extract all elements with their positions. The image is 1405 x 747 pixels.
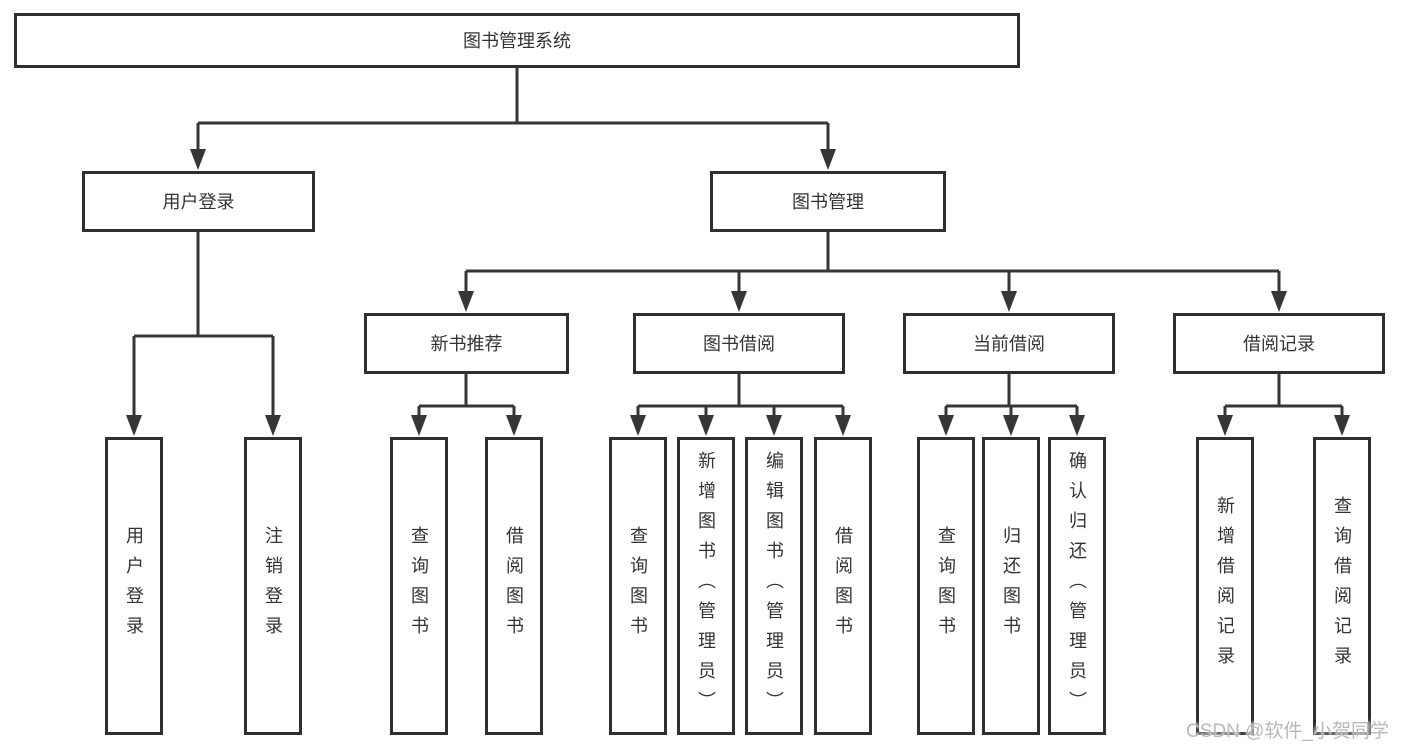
node-root-system: 图书管理系统 bbox=[14, 13, 1020, 68]
node-label: 查询借阅记录 bbox=[1332, 496, 1352, 676]
node-label: 新增借阅记录 bbox=[1215, 496, 1235, 676]
csdn-watermark: CSDN @软件_小贺同学 bbox=[1186, 721, 1389, 742]
node-borrowing-records: 借阅记录 bbox=[1173, 313, 1385, 374]
node-label: 用户登录 bbox=[162, 191, 235, 212]
node-label: 查询图书 bbox=[936, 526, 956, 646]
node-label: 新增图书（管理员） bbox=[696, 451, 716, 721]
node-label: 图书管理系统 bbox=[463, 30, 571, 51]
leaf-confirm-return-admin: 确认归还（管理员） bbox=[1048, 437, 1106, 735]
node-label: 查询图书 bbox=[628, 526, 648, 646]
node-user-login-module: 用户登录 bbox=[82, 171, 315, 232]
node-label: 新书推荐 bbox=[430, 333, 503, 354]
node-label: 编辑图书（管理员） bbox=[764, 451, 784, 721]
connector-lines bbox=[132, 68, 1344, 415]
arrowhead-icons bbox=[126, 149, 1350, 436]
node-label: 借阅图书 bbox=[833, 526, 853, 646]
leaf-query-borrow-record: 查询借阅记录 bbox=[1313, 437, 1371, 735]
node-new-book-recommend: 新书推荐 bbox=[364, 313, 569, 374]
node-label: 用户登录 bbox=[124, 526, 144, 646]
leaf-query-books: 查询图书 bbox=[390, 437, 448, 735]
leaf-borrow-books: 借阅图书 bbox=[485, 437, 543, 735]
node-label: 归还图书 bbox=[1001, 526, 1021, 646]
node-label: 借阅记录 bbox=[1243, 333, 1315, 354]
node-label: 图书借阅 bbox=[703, 333, 775, 354]
node-label: 确认归还（管理员） bbox=[1067, 451, 1087, 721]
node-label: 查询图书 bbox=[409, 526, 429, 646]
leaf-edit-books-admin: 编辑图书（管理员） bbox=[745, 437, 803, 735]
node-label: 注销登录 bbox=[263, 526, 283, 646]
node-current-borrowing: 当前借阅 bbox=[903, 313, 1115, 374]
leaf-add-borrow-record: 新增借阅记录 bbox=[1196, 437, 1254, 735]
leaf-query-books: 查询图书 bbox=[609, 437, 667, 735]
node-book-management-module: 图书管理 bbox=[710, 171, 946, 232]
leaf-logout: 注销登录 bbox=[244, 437, 302, 735]
node-label: 图书管理 bbox=[792, 191, 864, 212]
node-label: 借阅图书 bbox=[504, 526, 524, 646]
leaf-return-books: 归还图书 bbox=[982, 437, 1040, 735]
node-book-borrowing: 图书借阅 bbox=[633, 313, 845, 374]
node-label: 当前借阅 bbox=[973, 333, 1045, 354]
leaf-borrow-books: 借阅图书 bbox=[814, 437, 872, 735]
leaf-query-books: 查询图书 bbox=[917, 437, 975, 735]
leaf-add-books-admin: 新增图书（管理员） bbox=[677, 437, 735, 735]
leaf-user-login: 用户登录 bbox=[105, 437, 163, 735]
